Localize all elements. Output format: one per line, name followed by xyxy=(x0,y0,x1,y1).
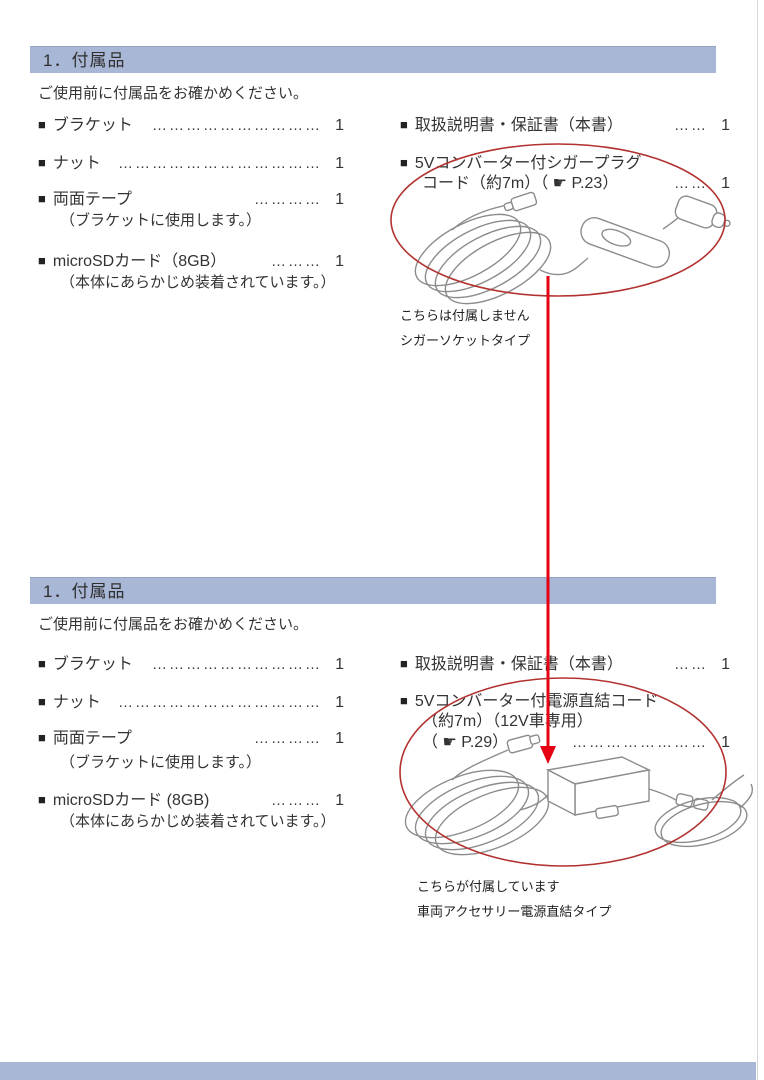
item-note: （ブラケットに使用します。） xyxy=(60,212,262,229)
list-item-microsd: ■ microSDカード (8GB) ……… 1 xyxy=(38,786,344,810)
item-qty: 1 xyxy=(335,656,344,673)
footer-bar xyxy=(0,1062,756,1080)
list-item-bracket: ■ ブラケット ………………………… 1 xyxy=(38,111,344,135)
section-header: 1．付属品 xyxy=(30,577,716,604)
bullet-square: ■ xyxy=(38,656,46,671)
list-item-tape: ■ 両面テープ ………… 1 xyxy=(38,724,344,748)
intro-text: ご使用前に付属品をお確かめください。 xyxy=(38,616,309,633)
item-label: ナット xyxy=(52,155,101,172)
item-label: 取扱説明書・保証書（本書） xyxy=(414,117,623,134)
dotted-leader: …………………… xyxy=(572,734,708,751)
dotted-leader: ………………………… xyxy=(152,656,322,673)
dotted-leader: ………………………… xyxy=(152,117,322,134)
item-label: 取扱説明書・保証書（本書） xyxy=(414,656,623,673)
list-item-direct-cord-line3: （ ☛ P.29） …………………… 1 xyxy=(422,728,730,752)
bullet-square: ■ xyxy=(400,693,408,708)
bullet-square: ■ xyxy=(38,694,46,709)
bullet-square: ■ xyxy=(400,155,408,170)
list-item-bracket: ■ ブラケット ………………………… 1 xyxy=(38,650,344,674)
dotted-leader: …… xyxy=(674,117,708,134)
item-qty: 1 xyxy=(721,175,730,192)
bullet-square: ■ xyxy=(38,792,46,807)
cigar-plug-cable-illustration xyxy=(414,191,731,305)
bullet-square: ■ xyxy=(400,656,408,671)
bullet-square: ■ xyxy=(38,730,46,745)
annotation-direct-type: 車両アクセサリー電源直結タイプ xyxy=(417,904,612,919)
item-label: microSDカード (8GB) xyxy=(52,792,210,809)
item-qty: 1 xyxy=(335,155,344,172)
item-label: ブラケット xyxy=(52,656,133,673)
item-label: ナット xyxy=(52,694,101,711)
dotted-leader: ……… xyxy=(271,792,322,809)
item-qty: 1 xyxy=(335,792,344,809)
dotted-leader: ……… xyxy=(271,253,322,270)
dotted-leader: ……………………………… xyxy=(118,694,322,711)
item-qty: 1 xyxy=(335,117,344,134)
bullet-square: ■ xyxy=(38,117,46,132)
item-note: （本体にあらかじめ装着されています。） xyxy=(60,274,336,291)
intro-text: ご使用前に付属品をお確かめください。 xyxy=(38,85,309,102)
list-item-manual: ■ 取扱説明書・保証書（本書） …… 1 xyxy=(400,111,730,135)
direct-wire-cable-illustration xyxy=(404,734,754,856)
list-item-microsd: ■ microSDカード（8GB） ……… 1 xyxy=(38,247,344,271)
item-label: （ ☛ P.29） xyxy=(422,734,509,751)
dotted-leader: ……………………………… xyxy=(118,155,322,172)
item-label: 両面テープ xyxy=(52,730,132,747)
dotted-leader: ………… xyxy=(254,730,322,747)
red-highlight-ellipses xyxy=(390,143,727,867)
annotation-included: こちらが付属しています xyxy=(417,879,560,894)
list-item-nut: ■ ナット ……………………………… 1 xyxy=(38,149,344,173)
item-qty: 1 xyxy=(335,730,344,747)
bullet-square: ■ xyxy=(38,253,46,268)
bullet-square: ■ xyxy=(38,191,46,206)
bullet-square: ■ xyxy=(400,117,408,132)
item-qty: 1 xyxy=(335,694,344,711)
dotted-leader: ………… xyxy=(254,191,322,208)
annotation-cigar-type: シガーソケットタイプ xyxy=(400,333,531,348)
item-note: （本体にあらかじめ装着されています。） xyxy=(60,813,336,830)
item-qty: 1 xyxy=(721,734,730,751)
page-edge-line xyxy=(757,0,758,1080)
item-label: 両面テープ xyxy=(52,191,132,208)
dotted-leader: …… xyxy=(674,656,708,673)
section-header: 1．付属品 xyxy=(30,46,716,73)
item-qty: 1 xyxy=(335,253,344,270)
list-item-tape: ■ 両面テープ ………… 1 xyxy=(38,185,344,209)
item-label: microSDカード（8GB） xyxy=(52,253,227,270)
item-label: コード（約7m）（ ☛ P.23） xyxy=(422,175,619,192)
list-item-cigar-cord-line2: コード（約7m）（ ☛ P.23） …… 1 xyxy=(422,169,730,193)
item-note: （ブラケットに使用します。） xyxy=(60,754,262,771)
item-qty: 1 xyxy=(721,656,730,673)
item-label: ブラケット xyxy=(52,117,133,134)
dotted-leader: …… xyxy=(674,175,708,192)
annotation-not-included: こちらは付属しません xyxy=(400,308,530,323)
list-item-manual: ■ 取扱説明書・保証書（本書） …… 1 xyxy=(400,650,730,674)
item-qty: 1 xyxy=(721,117,730,134)
bullet-square: ■ xyxy=(38,155,46,170)
item-qty: 1 xyxy=(335,191,344,208)
list-item-nut: ■ ナット ……………………………… 1 xyxy=(38,688,344,712)
